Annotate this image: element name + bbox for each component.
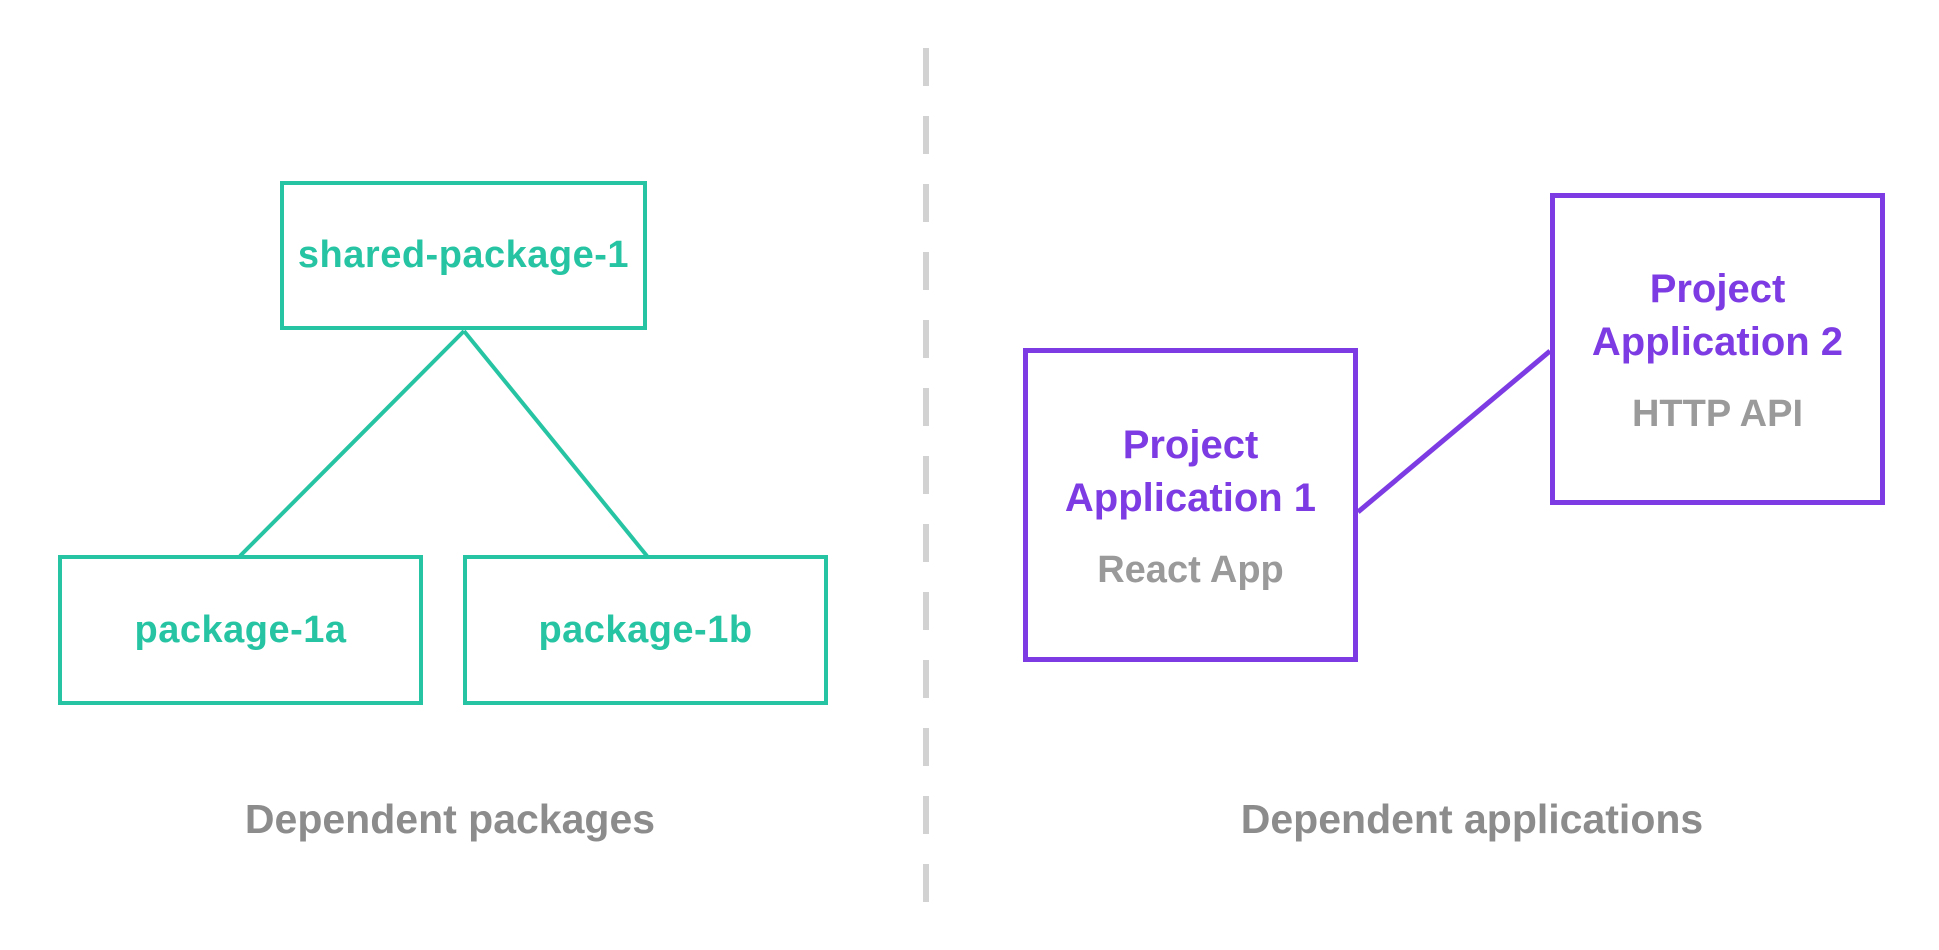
caption-dependent-applications: Dependent applications [1240,796,1704,842]
node-package-1a: package-1a [58,555,423,705]
node-label: package-1b [538,608,753,651]
node-subtitle: HTTP API [1631,392,1804,435]
node-title-line2: Application 1 [1064,475,1317,520]
node-title-line1: Project [1122,422,1259,467]
caption-dependent-packages: Dependent packages [244,796,656,842]
edge-shared-to-package-1b [462,329,649,558]
node-title: Project Application 1 [1065,419,1316,525]
node-label: package-1a [134,608,347,651]
node-title-line1: Project [1649,266,1786,311]
node-project-application-2: Project Application 2 HTTP API [1550,193,1885,505]
node-title-line2: Application 2 [1591,319,1844,364]
node-shared-package-1: shared-package-1 [280,181,647,330]
edge-shared-to-package-1a [238,329,466,558]
edge-app1-to-app2 [1356,349,1552,514]
node-subtitle: React App [1097,548,1284,591]
node-title: Project Application 2 [1592,263,1843,369]
node-project-application-1: Project Application 1 React App [1023,348,1358,662]
node-label: shared-package-1 [297,234,630,276]
node-package-1b: package-1b [463,555,828,705]
